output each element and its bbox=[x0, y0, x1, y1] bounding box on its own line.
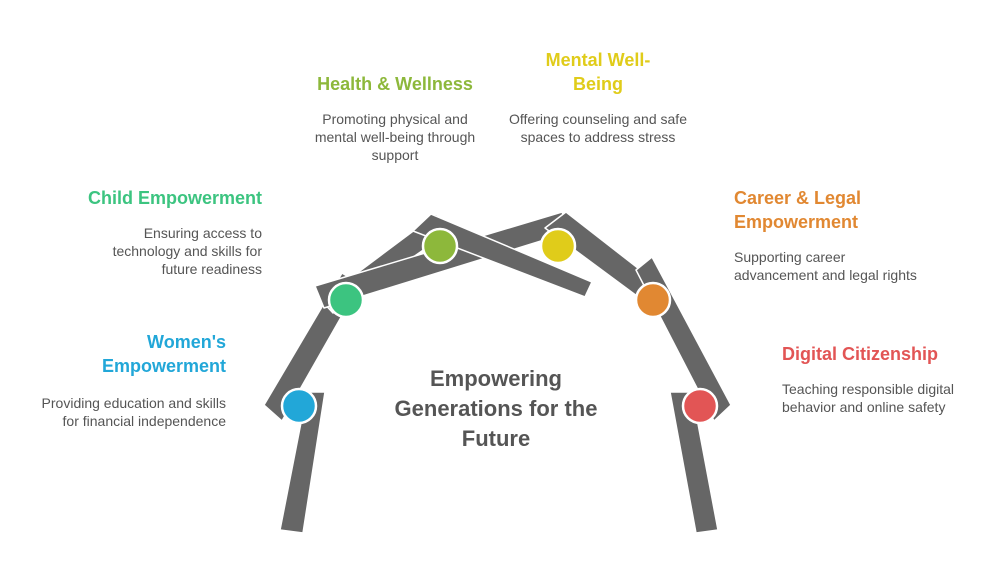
item-title: Health & Wellness bbox=[317, 74, 473, 94]
item-digital-citizenship: Digital Citizenship Teaching responsible… bbox=[782, 342, 972, 416]
center-title: Empowering Generations for the Future bbox=[394, 366, 598, 451]
item-description: Ensuring access to technology and skills… bbox=[112, 225, 262, 277]
item-title: Child Empowerment bbox=[87, 188, 262, 208]
item-title: Women's Empowerment bbox=[101, 332, 226, 376]
item-womens-empowerment: Women's Empowerment Providing education … bbox=[40, 330, 226, 430]
node-digital-citizenship bbox=[681, 387, 719, 425]
beam-right-upper bbox=[412, 213, 593, 298]
node-child-empowerment bbox=[327, 281, 365, 319]
node-health-wellness bbox=[421, 227, 459, 265]
item-title: Career & Legal Empowerment bbox=[734, 188, 862, 232]
item-title: Digital Citizenship bbox=[782, 344, 939, 364]
item-mental-well-being: Mental Well-Being Offering counseling an… bbox=[508, 48, 688, 146]
item-description: Offering counseling and safe spaces to a… bbox=[509, 111, 687, 145]
left-leg-beam bbox=[279, 391, 326, 534]
item-career-legal: Career & Legal Empowerment Supporting ca… bbox=[734, 186, 924, 284]
node-womens-empowerment bbox=[280, 387, 318, 425]
item-child-empowerment: Child Empowerment Ensuring access to tec… bbox=[80, 186, 262, 278]
item-description: Supporting career advancement and legal … bbox=[734, 249, 917, 283]
item-title: Mental Well-Being bbox=[545, 50, 651, 94]
node-mental-well-being bbox=[539, 227, 577, 265]
item-description: Providing education and skills for finan… bbox=[41, 395, 226, 429]
item-description: Promoting physical and mental well-being… bbox=[314, 111, 476, 163]
node-career-legal bbox=[634, 281, 672, 319]
item-description: Teaching responsible digital behavior an… bbox=[782, 381, 954, 415]
item-health-wellness: Health & Wellness Promoting physical and… bbox=[300, 72, 490, 164]
right-leg-beam bbox=[669, 391, 719, 534]
